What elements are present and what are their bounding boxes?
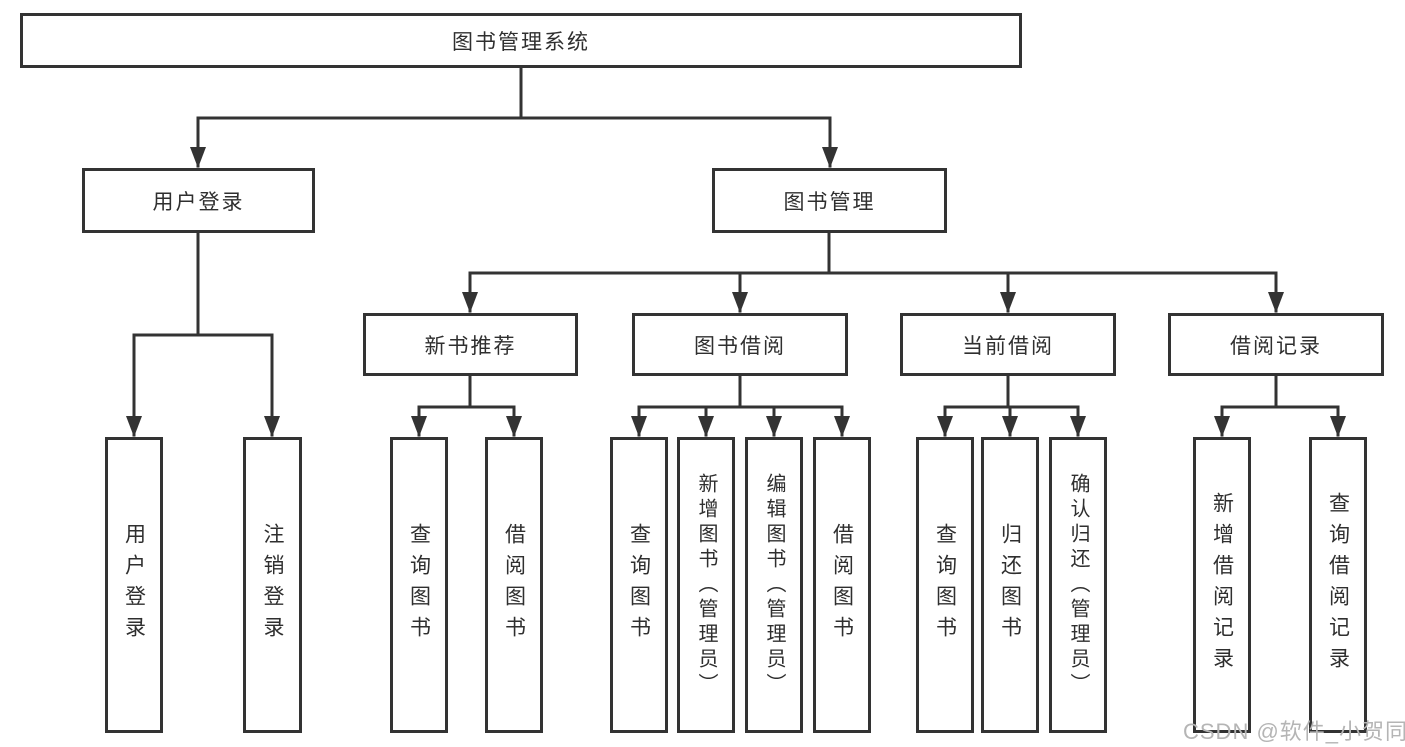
- node-current-borrow: 当前借阅: [900, 313, 1116, 376]
- leaf-query-books-borrow: 查询图书: [610, 437, 668, 733]
- connector-lines: [132, 66, 1340, 437]
- leaf-borrow-books-recommend: 借阅图书: [485, 437, 543, 733]
- leaf-query-borrow-record: 查询借阅记录: [1309, 437, 1367, 733]
- leaf-confirm-return-admin: 确认归还（管理员）: [1049, 437, 1107, 733]
- leaf-add-book-admin: 新增图书（管理员）: [677, 437, 735, 733]
- arrowheads: [126, 147, 1346, 437]
- leaf-edit-book-admin: 编辑图书（管理员）: [745, 437, 803, 733]
- leaf-return-book: 归还图书: [981, 437, 1039, 733]
- node-root-system: 图书管理系统: [20, 13, 1022, 68]
- node-book-management: 图书管理: [712, 168, 947, 233]
- leaf-user-login: 用户登录: [105, 437, 163, 733]
- leaf-borrow-books: 借阅图书: [813, 437, 871, 733]
- node-user-login: 用户登录: [82, 168, 315, 233]
- leaf-query-books-current: 查询图书: [916, 437, 974, 733]
- csdn-watermark: CSDN @软件_小贺同学: [1183, 719, 1405, 744]
- node-new-book-recommend: 新书推荐: [363, 313, 578, 376]
- leaf-add-borrow-record: 新增借阅记录: [1193, 437, 1251, 733]
- leaf-logout: 注销登录: [243, 437, 302, 733]
- node-book-borrow: 图书借阅: [632, 313, 848, 376]
- node-borrow-records: 借阅记录: [1168, 313, 1384, 376]
- leaf-query-books-recommend: 查询图书: [390, 437, 448, 733]
